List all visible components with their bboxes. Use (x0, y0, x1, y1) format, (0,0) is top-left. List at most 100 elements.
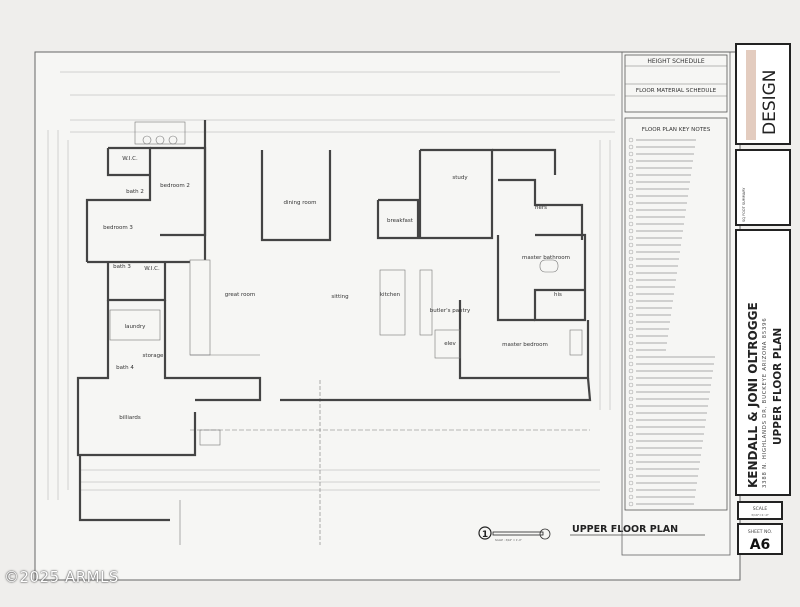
north-arrow-icon (539, 528, 551, 540)
key-note-marker (628, 473, 634, 479)
sheet-no-label: SHEET NO. (748, 529, 772, 535)
key-note-marker (628, 340, 634, 346)
scale-bar (492, 531, 544, 536)
key-note-marker (628, 200, 634, 206)
key-note-marker (628, 277, 634, 283)
room-label-master-bedroom: master bedroom (502, 342, 548, 348)
room-label-laundry: laundry (125, 324, 147, 330)
room-label-wic-1: W.I.C. (122, 156, 138, 162)
key-note-marker (628, 291, 634, 297)
scale-label: SCALE (753, 506, 768, 512)
sq-foot-summary-title: SQ FOOT SUMMARY (742, 187, 746, 222)
watermark: ©2025 ARMLS (4, 568, 119, 586)
room-label-billiards: billiards (119, 415, 141, 421)
scale-value: 3/16"=1'-0" (751, 513, 769, 517)
room-label-wic-2: W.I.C. (144, 266, 160, 272)
key-note-marker (628, 221, 634, 227)
key-note-marker (628, 249, 634, 255)
key-note-marker (628, 186, 634, 192)
key-note-marker (628, 179, 634, 185)
room-label-hers: hers (535, 205, 547, 211)
room-label-bath-3: bath 3 (113, 264, 131, 270)
key-note-marker (628, 214, 634, 220)
room-label-bedroom-2: bedroom 2 (160, 183, 190, 189)
key-note-marker (628, 368, 634, 374)
project-address: 3388 N. HIGHLANDS DR, BUCKEYE ARIZONA 85… (762, 317, 768, 488)
key-note-marker (628, 207, 634, 213)
key-note-marker (628, 466, 634, 472)
room-label-bath-4: bath 4 (116, 365, 134, 371)
key-note-marker (628, 137, 634, 143)
logo-text: DESIGN (760, 69, 780, 135)
fixtures (109, 121, 583, 446)
room-labels: W.I.C. bedroom 2 bath 2 bedroom 3 bath 3… (103, 156, 570, 421)
callout-number: 1 (482, 530, 488, 540)
key-note-marker (628, 375, 634, 381)
key-notes-lines (628, 137, 715, 507)
scale-bar-label: SCALE : 3/16" = 1'-0" (495, 538, 522, 542)
key-note-marker (628, 172, 634, 178)
dimension-lines (47, 71, 615, 545)
room-label-dining-room: dining room (284, 200, 317, 206)
key-note-marker (628, 256, 634, 262)
key-note-marker (628, 487, 634, 493)
key-note-marker (628, 193, 634, 199)
key-note-marker (628, 431, 634, 437)
sheet-border (34, 51, 741, 581)
key-note-marker (628, 319, 634, 325)
owner-name: KENDALL & JONI OLTROGGE (746, 302, 760, 488)
sheet-title: UPPER FLOOR PLAN (772, 328, 784, 445)
key-note-marker (628, 396, 634, 402)
sheet-number: A6 (750, 537, 771, 553)
room-label-study: study (452, 175, 468, 181)
title-block: DESIGN SQ FOOT SUMMARY KENDALL & JONI OL… (735, 43, 791, 555)
key-note-marker (628, 333, 634, 339)
room-label-storage: storage (143, 353, 165, 359)
key-note-marker (628, 424, 634, 430)
key-note-marker (628, 452, 634, 458)
key-note-marker (628, 242, 634, 248)
room-label-great-room: great room (225, 292, 256, 298)
room-label-sitting: sitting (331, 294, 348, 300)
callout-circle-icon (478, 526, 492, 540)
key-notes-title: FLOOR PLAN KEY NOTES (642, 127, 711, 133)
key-note-marker (628, 228, 634, 234)
key-note-marker (628, 144, 634, 150)
key-note-marker (628, 326, 634, 332)
room-label-butlers-pantry: butler's pantry (430, 308, 471, 314)
room-label-kitchen: kitchen (380, 292, 401, 298)
room-label-master-bathroom: master bathroom (522, 255, 570, 261)
height-schedule-title: HEIGHT SCHEDULE (647, 58, 704, 65)
room-label-his: his (554, 292, 562, 298)
key-note-marker (628, 494, 634, 500)
key-note-marker (628, 403, 634, 409)
key-note-marker (628, 438, 634, 444)
key-note-marker (628, 165, 634, 171)
key-note-marker (628, 459, 634, 465)
key-note-marker (628, 347, 634, 353)
plan-title: UPPER FLOOR PLAN (572, 524, 678, 535)
key-note-marker (628, 312, 634, 318)
key-note-marker (628, 263, 634, 269)
key-note-marker (628, 235, 634, 241)
room-label-elev: elev (444, 341, 456, 347)
key-note-marker (628, 151, 634, 157)
room-label-bedroom-3: bedroom 3 (103, 225, 133, 231)
logo (746, 50, 756, 140)
key-note-marker (628, 501, 634, 507)
key-note-marker (628, 284, 634, 290)
room-label-breakfast: breakfast (387, 218, 414, 224)
key-note-marker (628, 361, 634, 367)
key-note-marker (628, 298, 634, 304)
key-note-marker (628, 270, 634, 276)
room-label-bath-2: bath 2 (126, 189, 144, 195)
key-note-marker (628, 480, 634, 486)
schedules-panel: HEIGHT SCHEDULE FLOOR MATERIAL SCHEDULE … (621, 51, 731, 556)
key-note-marker (628, 158, 634, 164)
key-note-marker (628, 410, 634, 416)
key-note-marker (628, 417, 634, 423)
key-note-marker (628, 382, 634, 388)
floor-material-schedule-title: FLOOR MATERIAL SCHEDULE (636, 88, 717, 94)
key-note-marker (628, 389, 634, 395)
